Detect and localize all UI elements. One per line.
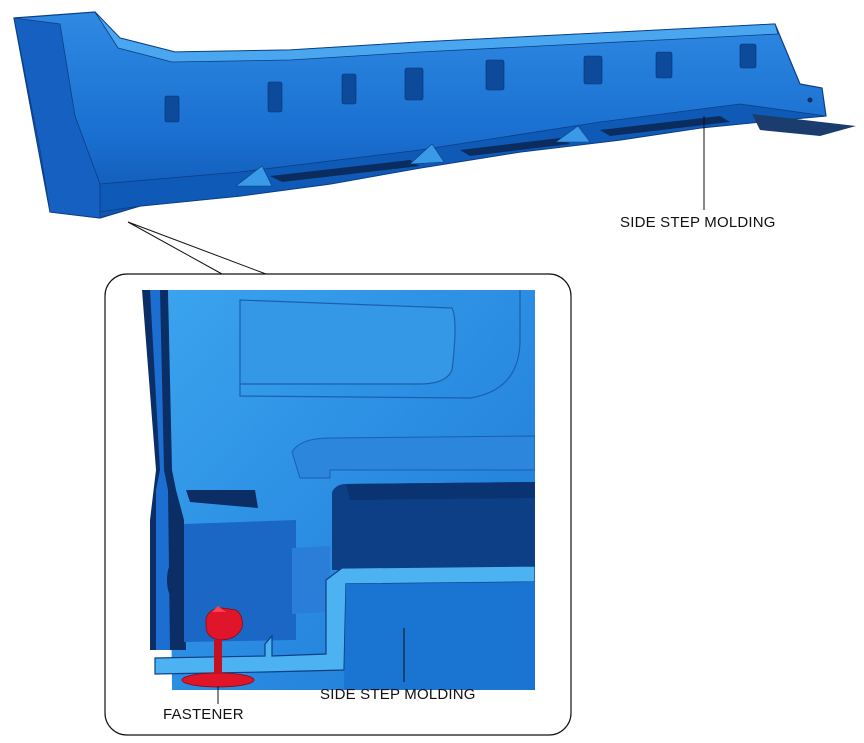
rib xyxy=(555,125,591,143)
detail-left-face xyxy=(150,290,170,650)
detail-pocket-shade xyxy=(346,482,535,500)
side-step-molding-overview xyxy=(13,11,856,219)
clip-boss xyxy=(583,55,603,85)
clip-boss xyxy=(341,73,357,105)
detail-view xyxy=(135,290,535,690)
molding-left-end xyxy=(13,17,101,219)
label-side-step-molding-detail: SIDE STEP MOLDING xyxy=(320,686,476,703)
detail-bracket-hole xyxy=(167,564,177,596)
detail-recess-pocket xyxy=(332,482,535,570)
mounting-hole xyxy=(807,97,813,103)
clip-boss xyxy=(739,43,757,69)
detail-lower-body xyxy=(344,582,535,690)
detail-fillet xyxy=(291,435,535,479)
clip-boss xyxy=(164,95,180,123)
label-side-step-molding-top: SIDE STEP MOLDING xyxy=(620,214,776,231)
step-recess xyxy=(270,160,420,182)
clip-boss xyxy=(267,81,283,113)
step-recess xyxy=(600,116,730,136)
detail-raised-panel xyxy=(239,299,456,385)
detail-curve-edge xyxy=(239,290,521,399)
fastener-part xyxy=(181,606,255,688)
clip-boss xyxy=(485,59,505,91)
label-fastener: FASTENER xyxy=(163,706,244,723)
detail-bracket xyxy=(186,490,258,508)
zoom-callout-lines xyxy=(127,221,267,275)
clip-boss xyxy=(404,67,424,101)
detail-bracket-boss xyxy=(292,546,330,614)
detail-lower-channel xyxy=(154,565,535,675)
step-recess xyxy=(460,138,570,156)
clip-boss xyxy=(655,51,673,79)
step-recess xyxy=(752,114,856,136)
rib xyxy=(235,165,273,187)
molding-top-lip xyxy=(94,11,779,63)
rib xyxy=(409,143,445,165)
